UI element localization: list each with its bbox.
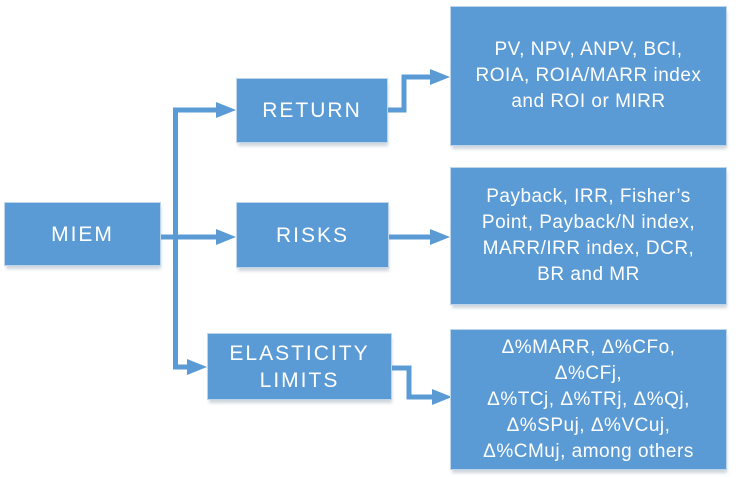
detail-box-return: PV, NPV, ANPV, BCI, ROIA, ROIA/MARR inde… [450,6,727,146]
arrowhead-risks-detail [430,229,450,245]
detail-box-risks: Payback, IRR, Fisher’s Point, Payback/N … [450,167,727,305]
node-risks: RISKS [236,202,389,268]
arrowhead-elasticity-limits [187,359,207,375]
detail-line: Payback, IRR, Fisher’s [486,186,691,207]
node-elasticity-limits-label: ELASTICITY LIMITS [229,341,370,392]
arrowhead-return [216,102,236,118]
arrowhead-elasticity-detail [432,389,452,405]
connector-trunk [173,107,217,370]
node-miem-label: MIEM [51,222,114,246]
detail-line: Δ%MARR, Δ%CFo, [501,336,676,358]
connector-elasticity-to-detail [392,365,433,400]
node-risks-label: RISKS [275,223,350,247]
detail-line: BR and MR [537,264,640,285]
connector-return-to-detail [388,74,431,113]
detail-line: Δ%SPuj, Δ%VCuj, [506,414,671,436]
detail-box-elasticity-limits: Δ%MARR, Δ%CFo, Δ%CFj, Δ%TCj, Δ%TRj, Δ%Qj… [450,329,727,470]
node-elasticity-limits: ELASTICITY LIMITS [207,333,392,400]
detail-line: Δ%CMuj, among others [483,440,694,462]
arrowhead-return-detail [430,69,450,85]
node-return-label: RETURN [262,99,362,122]
detail-line: Point, Payback/N index, [481,212,696,233]
arrowhead-risks [216,229,236,245]
detail-line: Δ%CFj, [554,362,623,384]
detail-line: PV, NPV, ANPV, BCI, [494,39,683,60]
detail-line: and ROI or MIRR [511,91,666,112]
node-return: RETURN [236,78,388,143]
detail-line: MARR/IRR index, DCR, [482,238,695,259]
detail-line: Δ%TCj, Δ%TRj, Δ%Qj, [487,388,690,410]
detail-line: ROIA, ROIA/MARR index [475,65,702,86]
node-miem: MIEM [4,202,161,266]
